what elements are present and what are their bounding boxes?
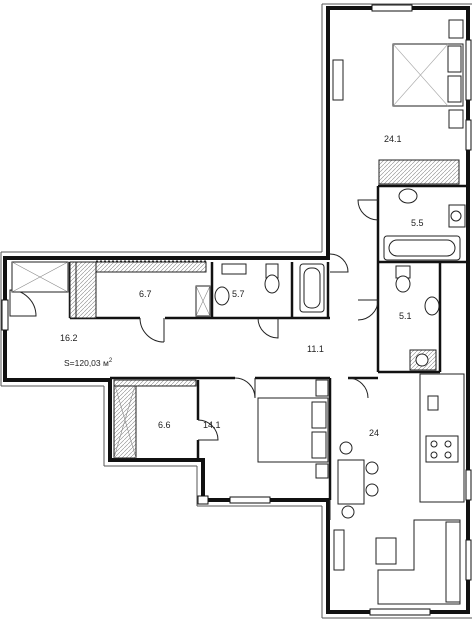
room-area-corridor: 11.1	[307, 344, 324, 354]
room-area-bedroom-top: 24.1	[384, 134, 402, 144]
room-area-kitchen-living: 24	[369, 428, 379, 438]
room-area-wardrobe: 6.7	[139, 289, 152, 299]
total-area-label: S=120,03 м2	[64, 358, 113, 368]
wardrobe-rails	[69, 260, 211, 319]
room-area-hall-left: 16.2	[60, 333, 78, 343]
wardrobe-lower-storage	[113, 379, 197, 459]
kitchen-living-furniture	[333, 373, 465, 605]
total-area-text: S=120,03 м	[64, 358, 109, 368]
bedroom-top-furniture	[332, 19, 464, 185]
bath-top-fixtures	[383, 188, 466, 261]
outer-walls	[3, 6, 470, 614]
room-area-bath-middle: 5.7	[232, 289, 245, 299]
svg-text:S=120,03 м2: S=120,03 м2	[64, 358, 113, 368]
room-labels: 24.1 5.5 16.2 6.7 5.7 11.1 5.1 6.6 14.1 …	[60, 134, 424, 438]
room-area-bath-right: 5.1	[399, 311, 412, 321]
room-area-bedroom-lower: 14.1	[203, 420, 221, 430]
exterior-outline	[0, 3, 472, 619]
windows	[1, 4, 472, 616]
room-area-wardrobe-lower: 6.6	[158, 420, 171, 430]
room-area-bath-top: 5.5	[411, 218, 424, 228]
hall-left-storage	[11, 261, 69, 293]
doors	[9, 199, 379, 520]
bedroom-lower-furniture	[257, 379, 329, 479]
bath-right-fixtures	[395, 265, 440, 371]
bath-middle-fixtures	[214, 263, 325, 313]
total-area-superscript: 2	[109, 358, 113, 364]
interior-walls	[68, 184, 468, 500]
